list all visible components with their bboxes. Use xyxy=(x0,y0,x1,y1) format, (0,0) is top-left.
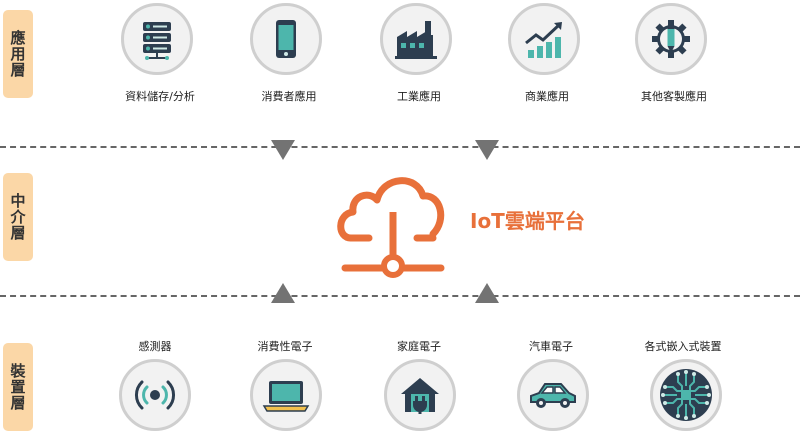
home-electronics-circle xyxy=(384,359,456,431)
data-storage-circle xyxy=(121,3,193,75)
house-plug-icon xyxy=(401,378,439,414)
middle-layer-tag: 中介層 xyxy=(3,173,33,261)
sensor-circle xyxy=(119,359,191,431)
iot-platform-label: IoT雲端平台 xyxy=(470,209,585,233)
server-icon xyxy=(143,22,171,60)
car-icon xyxy=(530,383,576,408)
factory-icon xyxy=(395,21,437,59)
app-label-data-storage: 資料儲存/分析 xyxy=(125,90,195,103)
consumer-electronics-circle xyxy=(250,359,322,431)
sensor-signal-icon xyxy=(135,380,175,410)
growth-chart-icon xyxy=(525,22,562,58)
application-layer-tag: 應用層 xyxy=(3,10,33,98)
laptop-icon xyxy=(262,381,310,412)
circuit-chip-icon xyxy=(660,369,712,421)
custom-app-circle xyxy=(635,3,707,75)
industrial-app-circle xyxy=(380,3,452,75)
device-label-embedded: 各式嵌入式裝置 xyxy=(644,340,722,353)
commercial-app-circle xyxy=(508,3,580,75)
consumer-app-circle xyxy=(250,3,322,75)
lower-separator xyxy=(0,295,800,297)
down-arrow-left xyxy=(271,140,295,160)
upper-separator xyxy=(0,146,800,148)
cloud-network-icon xyxy=(337,177,445,278)
down-arrow-right xyxy=(475,140,499,160)
up-arrow-left xyxy=(271,283,295,303)
device-label-sensor: 感測器 xyxy=(138,340,172,353)
car-electronics-circle xyxy=(517,359,589,431)
embedded-device-circle xyxy=(650,359,722,431)
device-label-home-electronics: 家庭電子 xyxy=(397,340,441,353)
app-label-industrial: 工業應用 xyxy=(397,90,441,103)
app-label-consumer: 消費者應用 xyxy=(261,90,317,103)
app-label-commercial: 商業應用 xyxy=(525,90,569,103)
device-label-car-electronics: 汽車電子 xyxy=(529,340,573,353)
pencil-gear-icon xyxy=(652,20,690,58)
smartphone-icon xyxy=(276,20,296,58)
up-arrow-right xyxy=(475,283,499,303)
device-layer-tag: 裝置層 xyxy=(3,343,33,431)
app-label-custom: 其他客製應用 xyxy=(641,90,707,103)
device-label-consumer-electronics: 消費性電子 xyxy=(257,340,313,353)
